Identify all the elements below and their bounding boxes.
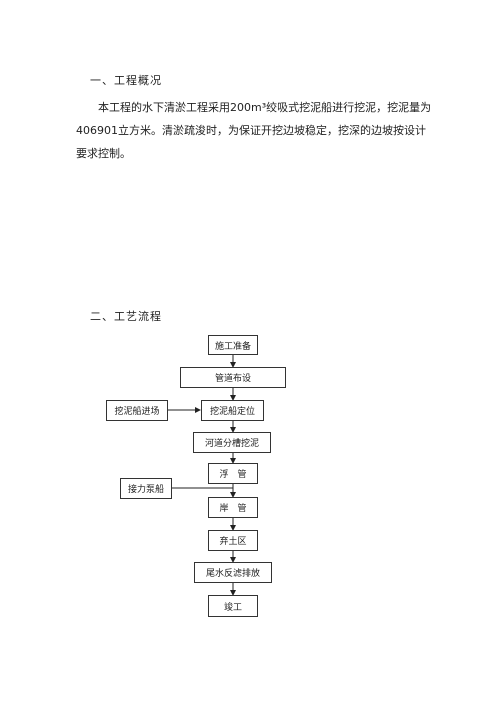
flow-box-shore: 岸 管 [208, 497, 258, 518]
flow-box-booster: 接力泵船 [120, 478, 172, 499]
section1-paragraph: 本工程的水下清淤工程采用200m³绞吸式挖泥船进行挖泥，挖泥量为406901立方… [76, 96, 432, 165]
flow-box-prep: 施工准备 [208, 335, 258, 355]
paragraph-text: 本工程的水下清淤工程采用200m³绞吸式挖泥船进行挖泥，挖泥量为406901立方… [76, 101, 432, 160]
flow-box-channel: 河道分槽挖泥 [193, 432, 271, 453]
section2-heading: 二、工艺流程 [90, 310, 162, 323]
flow-box-dredger-entry: 挖泥船进场 [106, 400, 168, 421]
flow-box-floating: 浮 管 [208, 463, 258, 484]
flow-box-pipe: 管道布设 [180, 367, 286, 388]
flow-box-complete: 竣工 [208, 595, 258, 617]
flow-box-dredger-pos: 挖泥船定位 [201, 400, 264, 421]
flow-box-tailwater: 尾水反滤排放 [194, 562, 272, 583]
section1-heading: 一、工程概况 [90, 74, 162, 87]
flow-box-spoil: 弃土区 [208, 530, 258, 551]
